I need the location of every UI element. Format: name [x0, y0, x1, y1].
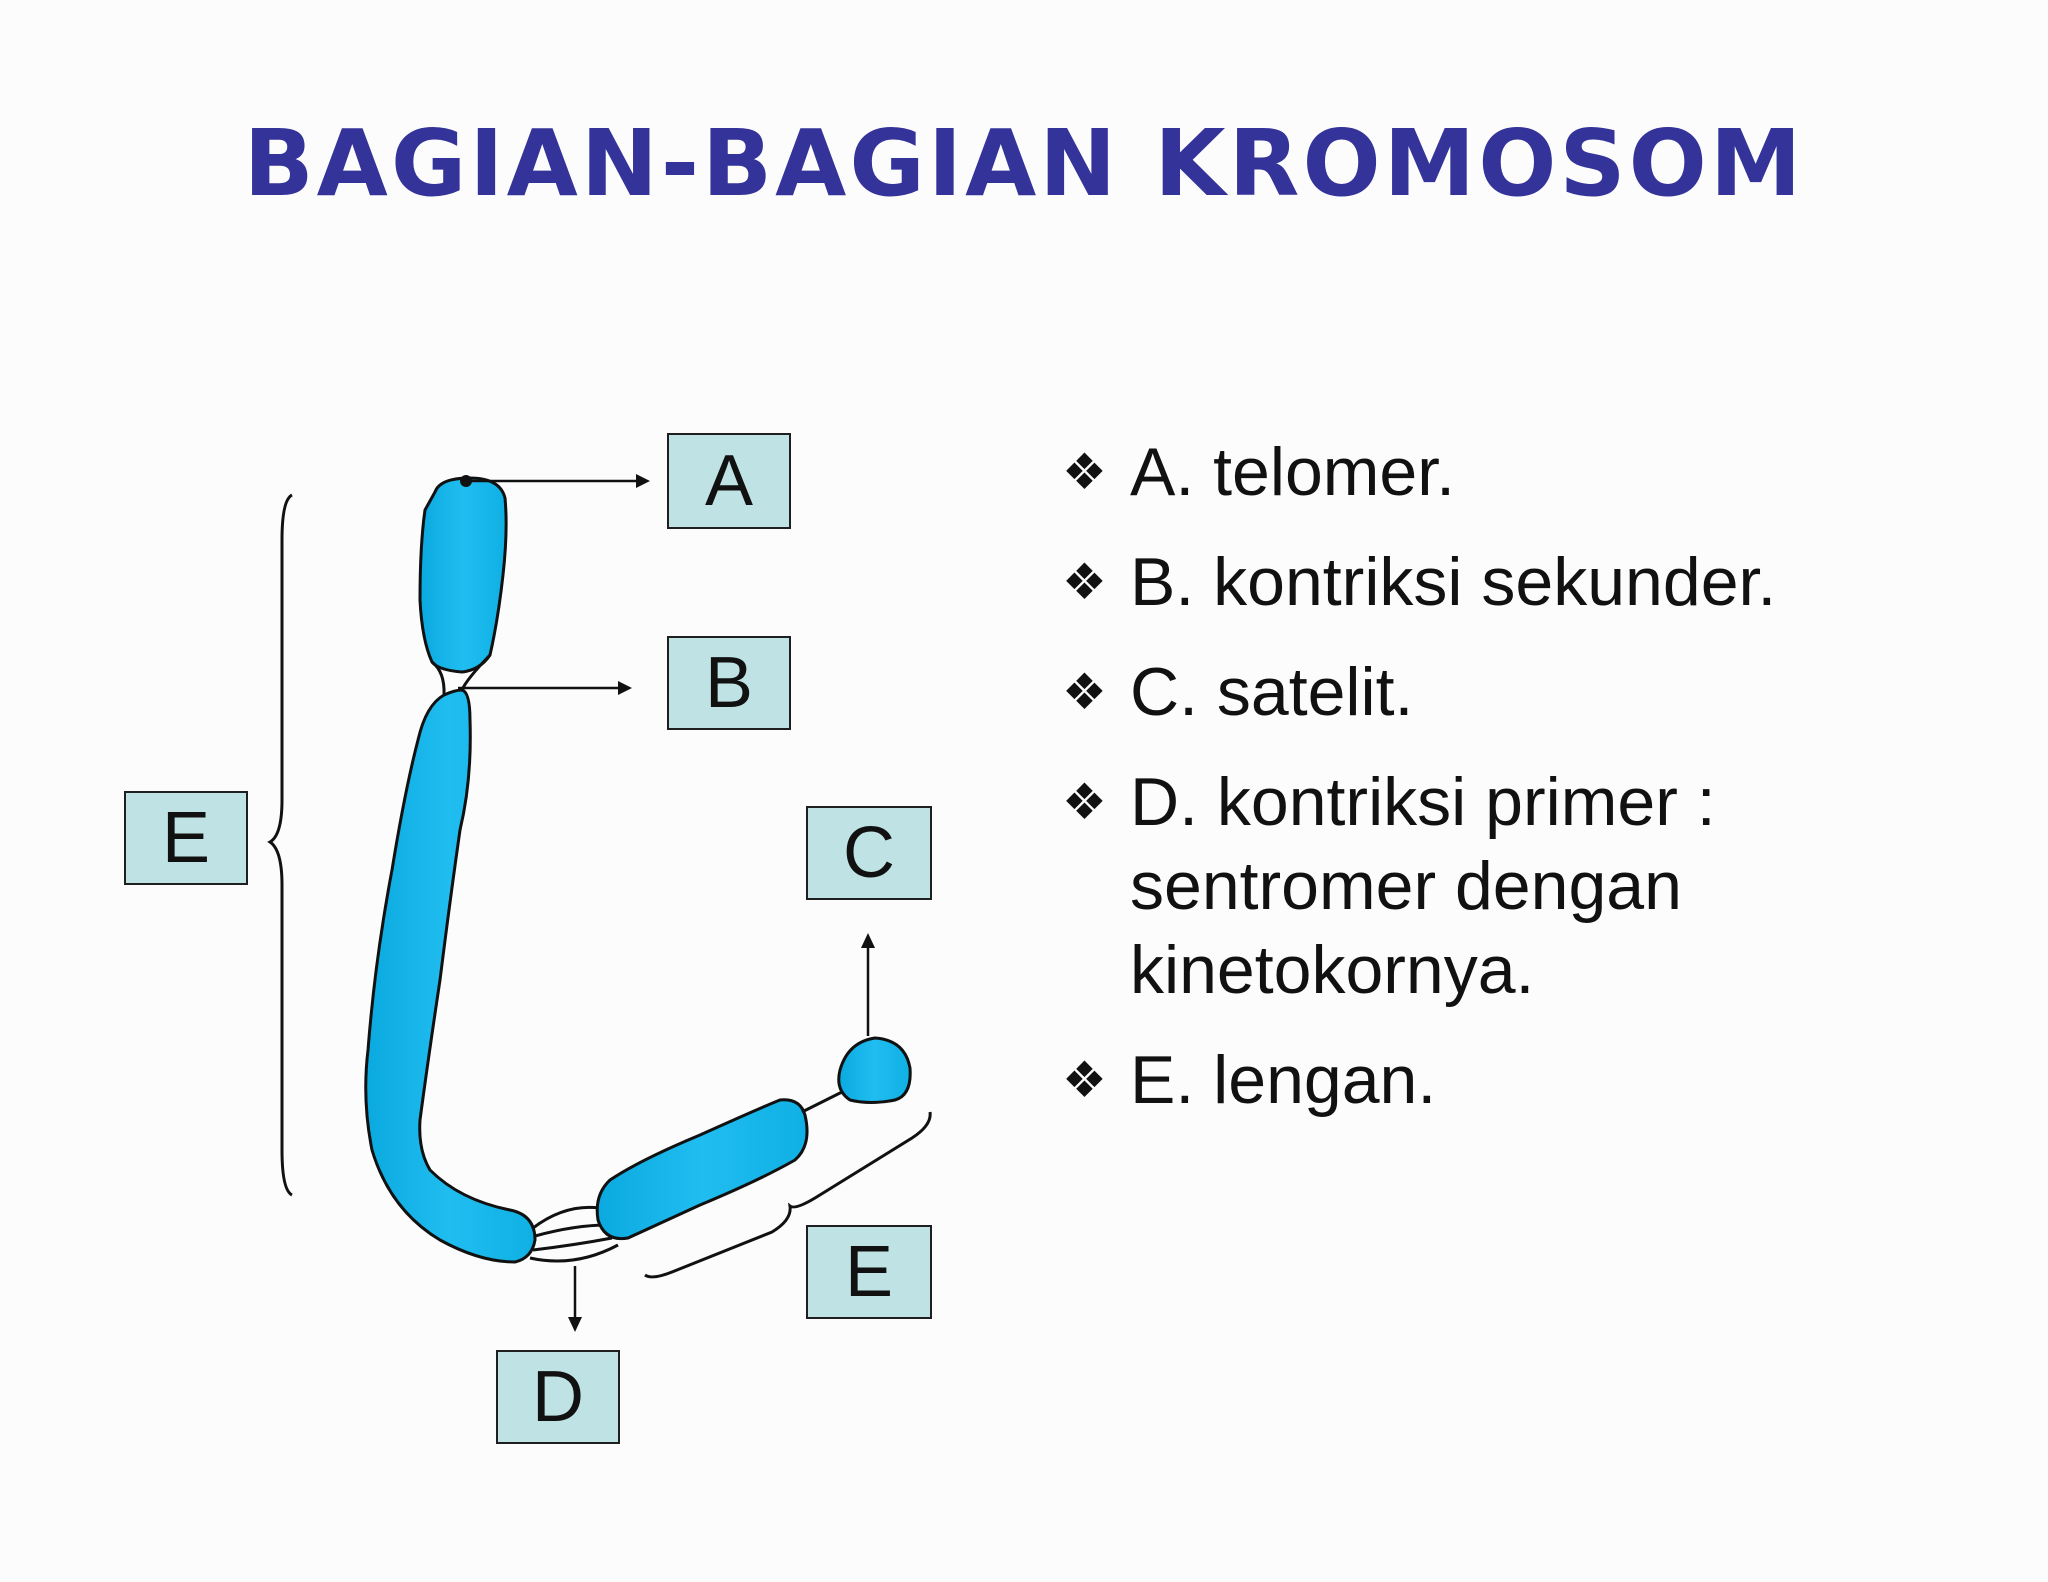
- left-arm-brace: [267, 493, 293, 1197]
- label-e-left: E: [124, 791, 248, 885]
- label-a: A: [667, 433, 791, 529]
- chromosome-short-arm: [595, 1098, 809, 1241]
- legend-item-d: ❖ D. kontriksi primer : sentromer dengan…: [1062, 760, 2002, 1012]
- legend-item-c: ❖ C. satelit.: [1062, 650, 2002, 734]
- legend-item-b: ❖ B. kontriksi sekunder.: [1062, 540, 2002, 624]
- diamond-bullet-icon: ❖: [1062, 444, 1107, 500]
- label-e-right: E: [806, 1225, 932, 1319]
- diamond-bullet-icon: ❖: [1062, 1052, 1107, 1108]
- legend-text-c: C. satelit.: [1130, 654, 1414, 730]
- legend-list: ❖ A. telomer. ❖ B. kontriksi sekunder. ❖…: [1062, 430, 2002, 1148]
- legend-text-e: E. lengan.: [1130, 1042, 1437, 1118]
- centromere-link-4: [534, 1223, 609, 1238]
- legend-text-d: D. kontriksi primer : sentromer dengan k…: [1130, 764, 1716, 1008]
- diamond-bullet-icon: ❖: [1062, 664, 1107, 720]
- centromere-link-2: [532, 1236, 613, 1252]
- legend-item-a: ❖ A. telomer.: [1062, 430, 2002, 514]
- legend-item-e: ❖ E. lengan.: [1062, 1038, 2002, 1122]
- chromosome-long-arm: [364, 688, 537, 1264]
- arrow-c-head: [861, 933, 875, 948]
- legend-text-a: A. telomer.: [1130, 434, 1456, 510]
- centromere-link-3: [529, 1243, 619, 1263]
- satellite: [837, 1036, 912, 1104]
- diamond-bullet-icon: ❖: [1062, 774, 1107, 830]
- chromosome-upper-segment: [418, 476, 508, 674]
- arrow-b-head: [618, 681, 632, 695]
- legend-text-b: B. kontriksi sekunder.: [1130, 544, 1777, 620]
- label-d: D: [496, 1350, 620, 1444]
- satellite-stalk: [801, 1090, 843, 1114]
- label-b: B: [667, 636, 791, 730]
- slide-title: BAGIAN-BAGIAN KROMOSOM: [243, 110, 1805, 217]
- label-c: C: [806, 806, 932, 900]
- short-arm-brace: [644, 1111, 932, 1279]
- arrow-d-head: [568, 1317, 582, 1332]
- telomere-dot: [460, 475, 472, 487]
- arrow-a-head: [636, 474, 650, 488]
- diamond-bullet-icon: ❖: [1062, 554, 1107, 610]
